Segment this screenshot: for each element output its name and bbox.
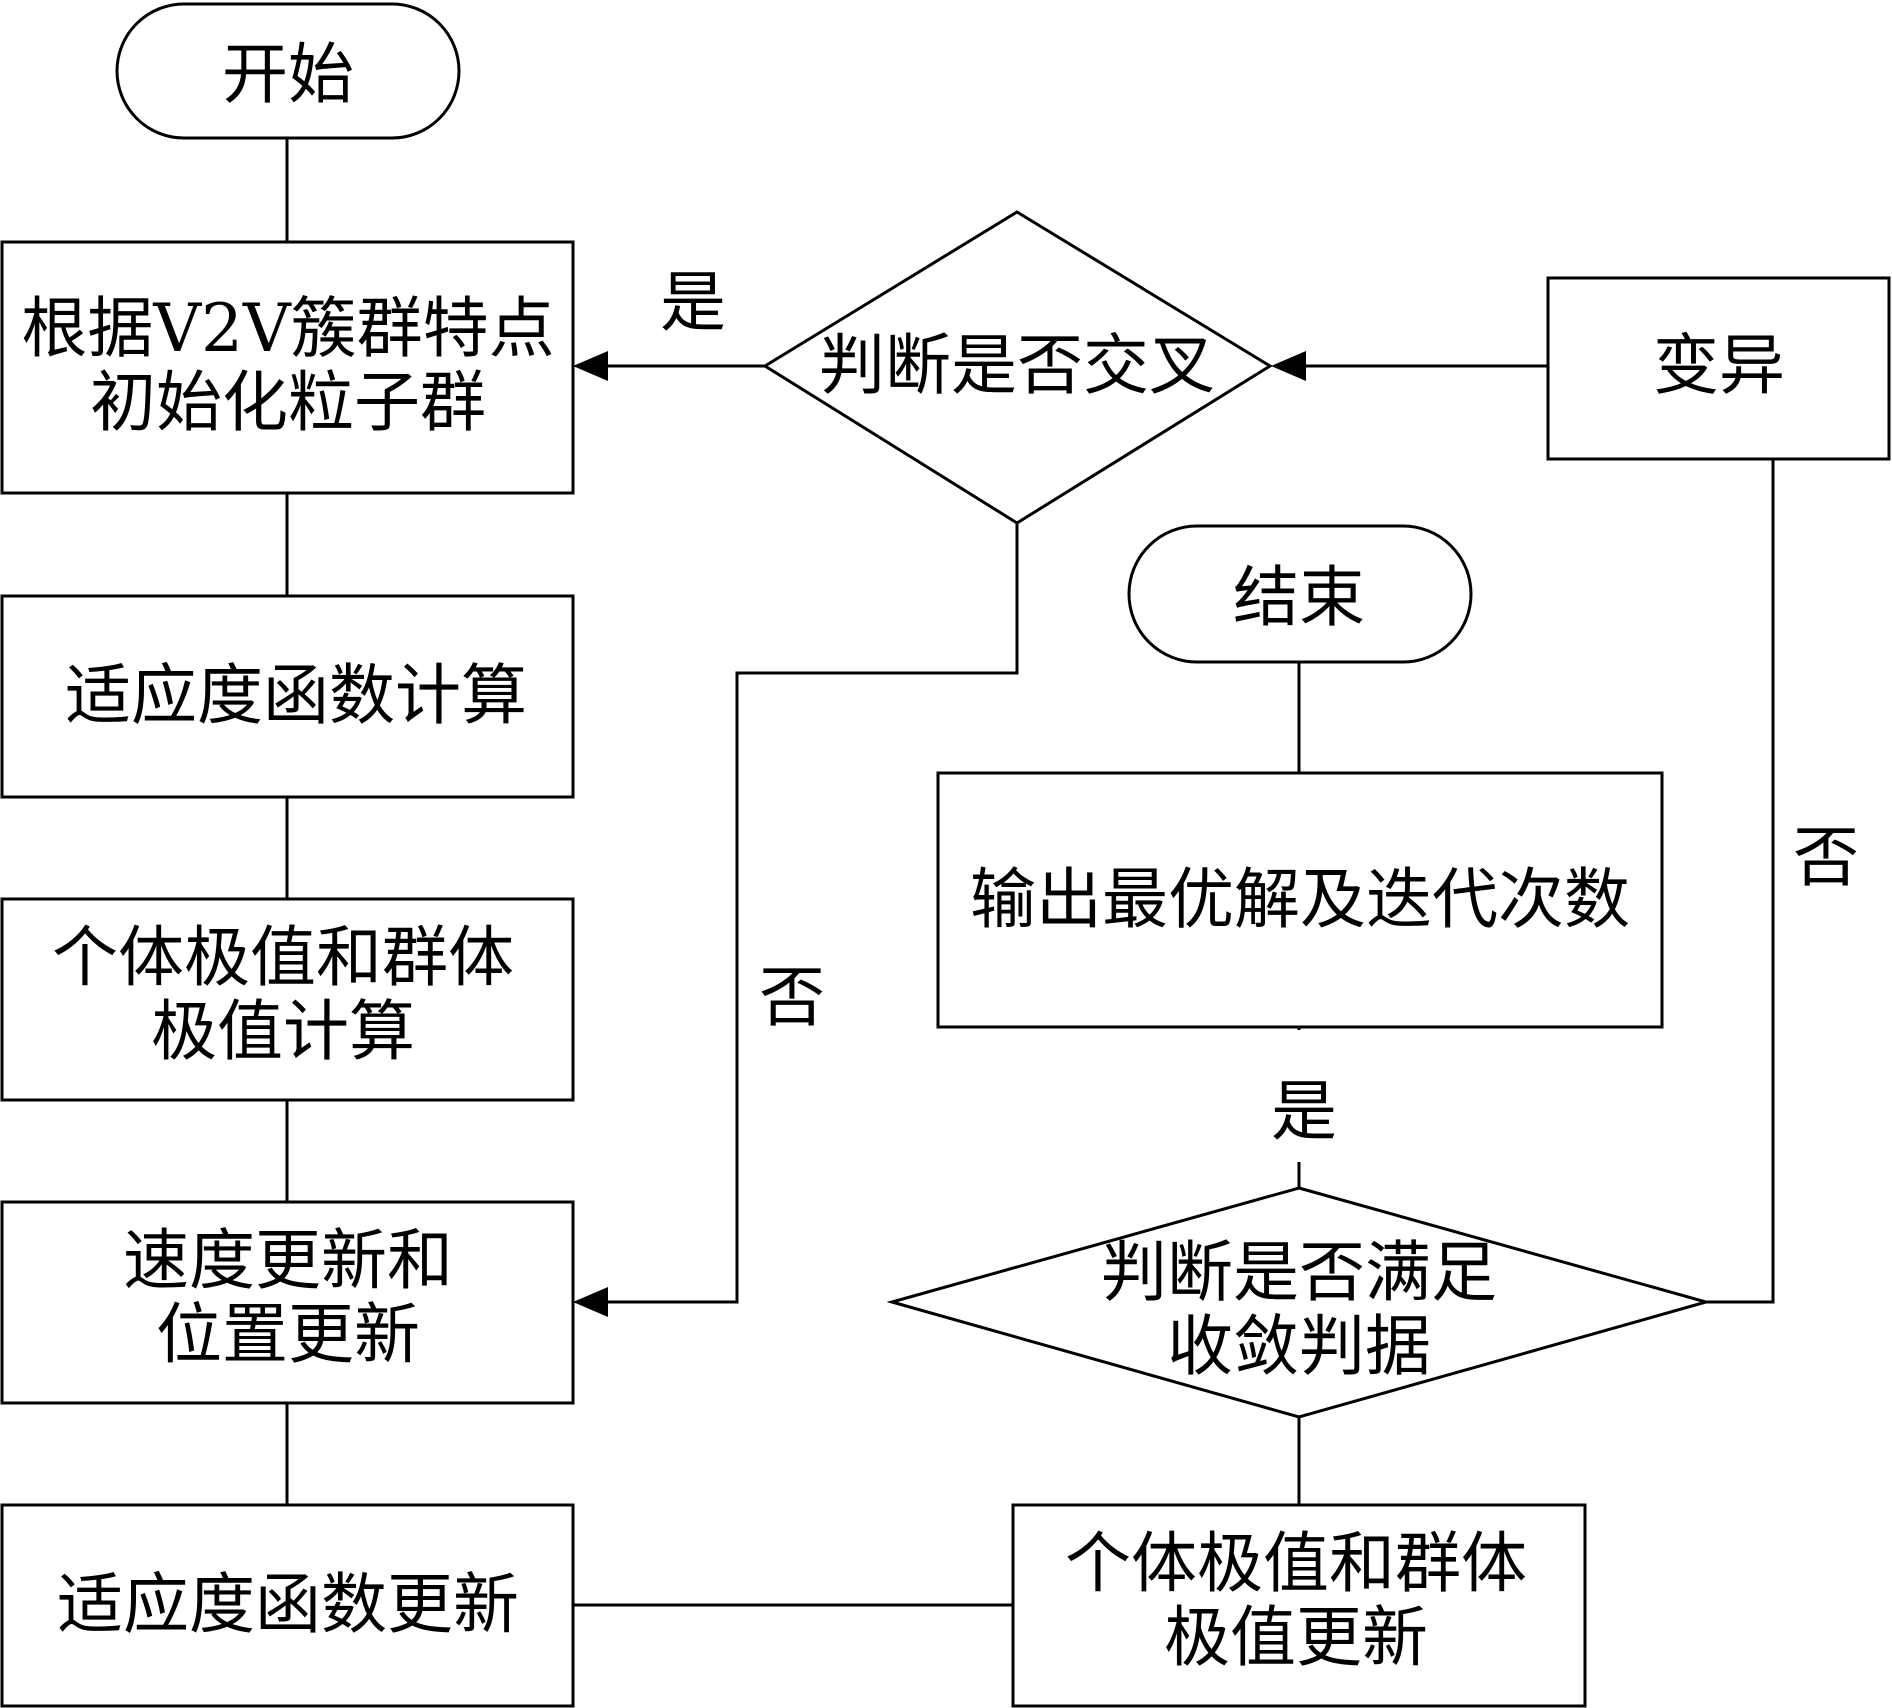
node-start-label: 开始: [222, 36, 354, 113]
label-crossover-no: 否: [759, 959, 825, 1036]
node-fitness-update-label: 适应度函数更新: [57, 1566, 519, 1643]
label-converge-yes: 是: [1271, 1073, 1337, 1150]
node-fitness-calc: 适应度函数计算: [0, 594, 575, 799]
connectors: [285, 138, 1775, 1607]
node-init-label-line1: 根据V2V簇群特点: [21, 290, 554, 367]
node-output: 输出最优解及迭代次数: [936, 771, 1664, 1029]
fitness-calc-box: [0, 594, 575, 799]
node-end-label: 结束: [1233, 559, 1365, 636]
node-crossover-check-label: 判断是否交叉: [819, 327, 1215, 404]
node-fitness-calc-label: 适应度函数计算: [65, 657, 527, 734]
node-mutation-label: 变异: [1653, 327, 1785, 404]
edge-converge-no-to-mutation: [1706, 459, 1775, 1304]
fitness-update-box: [0, 1503, 575, 1708]
node-velocity-update-label-line1: 速度更新和: [123, 1222, 453, 1299]
output-box: [936, 771, 1664, 1029]
label-converge-no: 否: [1793, 819, 1859, 896]
node-velocity-update-label-line2: 位置更新: [156, 1296, 420, 1373]
node-converge-check-label-line2: 收敛判据: [1167, 1308, 1431, 1385]
node-extremum-update-label-line1: 个体极值和群体: [1065, 1525, 1527, 1602]
node-extremum-calc-label-line2: 极值计算: [151, 993, 415, 1070]
node-extremum-calc-label-line1: 个体极值和群体: [52, 919, 514, 996]
mutation-box: [1546, 276, 1891, 461]
node-output-label: 输出最优解及迭代次数: [970, 861, 1630, 938]
label-crossover-yes: 是: [660, 264, 726, 341]
end-terminator: [1127, 524, 1473, 664]
node-converge-check-label-line1: 判断是否满足: [1101, 1234, 1497, 1311]
node-velocity-update: 速度更新和 位置更新: [0, 1200, 575, 1405]
arrowhead-into-velocity: [573, 1287, 608, 1317]
node-mutation: 变异: [1546, 276, 1891, 461]
node-extremum-calc: 个体极值和群体 极值计算: [0, 897, 575, 1102]
node-start: 开始: [115, 2, 461, 140]
node-crossover-check: 判断是否交叉: [762, 210, 1273, 525]
node-extremum-update: 个体极值和群体 极值更新: [1011, 1503, 1587, 1708]
start-terminator: [115, 2, 461, 140]
edge-crossover-no-to-velocity: [600, 523, 1019, 1304]
node-extremum-update-label-line2: 极值更新: [1164, 1599, 1428, 1676]
extremum-calc-box: [0, 897, 575, 1102]
arrowhead-into-crossover: [1271, 351, 1306, 381]
velocity-update-box: [0, 1200, 575, 1405]
init-process-box: [0, 240, 575, 495]
node-init-label-line2: 初始化粒子群: [90, 364, 486, 441]
node-end: 结束: [1127, 524, 1473, 664]
converge-decision-diamond: [886, 1186, 1712, 1419]
extremum-update-box: [1011, 1503, 1587, 1708]
node-converge-check: 判断是否满足 收敛判据: [886, 1186, 1712, 1419]
node-init: 根据V2V簇群特点 初始化粒子群: [0, 240, 575, 495]
node-fitness-update: 适应度函数更新: [0, 1503, 575, 1708]
crossover-decision-diamond: [762, 210, 1273, 525]
arrowhead-into-init: [573, 351, 608, 381]
